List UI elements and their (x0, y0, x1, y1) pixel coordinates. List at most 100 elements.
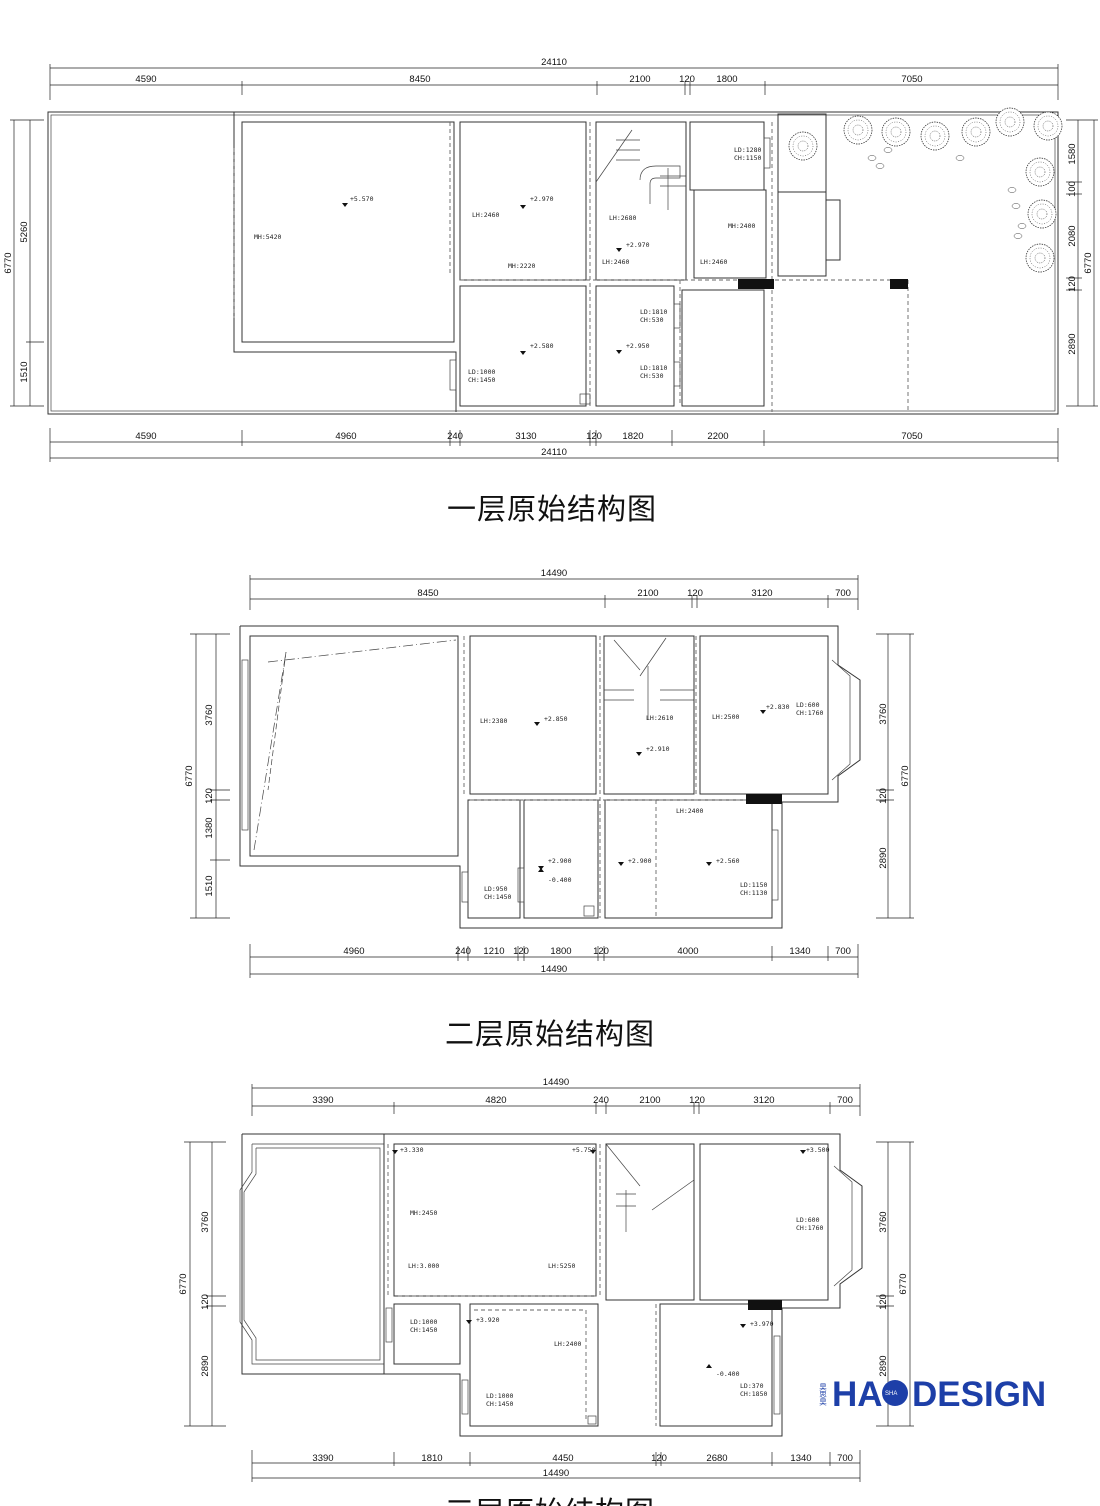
dim-label: 3390 (312, 1095, 333, 1106)
window-note: CH:530 (640, 372, 664, 380)
dim-label: 1810 (421, 1453, 442, 1464)
dim-total-bottom: 14490 (541, 964, 567, 975)
window-note: CH:1150 (734, 154, 761, 162)
room (459, 121, 587, 281)
dim-label: 1510 (204, 875, 215, 896)
dim-label: 700 (835, 588, 851, 599)
plan-title: 三层原始结构图 (445, 1495, 655, 1506)
column (738, 279, 774, 289)
height-note: LH:2380 (480, 717, 507, 725)
dim-label: 1800 (550, 946, 571, 957)
level-mark: +3.500 (806, 1146, 830, 1154)
dimension-top: 24110 4590 8450 2100 120 1800 7050 (49, 57, 1059, 100)
dim-label: 1210 (483, 946, 504, 957)
dim-label: 120 (586, 431, 602, 442)
level-mark: +5.750 (572, 1146, 596, 1154)
dim-label: 240 (593, 1095, 609, 1106)
level-mark: +2.830 (766, 703, 790, 711)
floor-notes: +5.570 +2.970 +2.970 +2.580 +2.950 MH:54… (254, 146, 761, 384)
level-mark: -0.400 (716, 1370, 740, 1378)
dim-label: 1820 (622, 431, 643, 442)
logo-circle-icon (882, 1380, 908, 1406)
dimension-right: 1580 100 2080 120 2890 6770 (1066, 119, 1098, 407)
dim-label: 2100 (639, 1095, 660, 1106)
height-note: LH:3.000 (408, 1262, 439, 1270)
dim-label: 4000 (677, 946, 698, 957)
dim-total-bottom: 14490 (543, 1468, 569, 1479)
room (241, 121, 455, 343)
dim-label: 120 (878, 788, 889, 804)
height-note: LH:2500 (712, 713, 739, 721)
height-note: MH:2400 (728, 222, 755, 230)
level-mark: -0.400 (548, 876, 572, 884)
dimension-top: 14490 8450 2100 120 3120 700 (249, 568, 859, 610)
dim-label: 5260 (19, 221, 30, 242)
level-mark: +2.900 (548, 857, 572, 865)
window-note: LD:1280 (734, 146, 761, 154)
level-mark: +2.970 (530, 195, 554, 203)
level-mark: +3.970 (750, 1320, 774, 1328)
dimension-left: 6770 3760 120 2890 (178, 1141, 226, 1427)
height-note: LH:2460 (700, 258, 727, 266)
level-mark: +2.580 (530, 342, 554, 350)
logo-design: DESIGN (912, 1375, 1046, 1414)
dim-label: 120 (878, 1294, 889, 1310)
window-note: CH:1450 (486, 1400, 513, 1408)
level-mark: +3.330 (400, 1146, 424, 1154)
dim-total-bottom: 24110 (541, 447, 567, 458)
window-note: CH:1450 (484, 893, 511, 901)
landscape-trees (788, 107, 1063, 273)
height-note: LH:2460 (602, 258, 629, 266)
column (746, 794, 782, 804)
dimension-top: 14490 3390 4820 240 2100 120 3120 700 (251, 1077, 861, 1116)
dim-label: 6770 (3, 252, 14, 273)
dim-label: 1580 (1067, 143, 1078, 164)
dimension-right: 3760 120 2890 6770 (876, 1141, 914, 1427)
dim-label: 4960 (343, 946, 364, 957)
window-note: CH:1850 (740, 1390, 767, 1398)
dim-total-top: 14490 (543, 1077, 569, 1088)
level-mark: +5.570 (350, 195, 374, 203)
plan-second-floor: 14490 8450 2100 120 3120 700 (184, 568, 914, 1051)
room (659, 1303, 773, 1427)
dim-label: 120 (689, 1095, 705, 1106)
window-note: LD:1000 (410, 1318, 437, 1326)
dim-label: 6770 (898, 1273, 909, 1294)
level-mark: +2.900 (628, 857, 652, 865)
room (681, 289, 765, 407)
dim-label: 240 (447, 431, 463, 442)
column (890, 279, 908, 289)
dim-label: 120 (679, 74, 695, 85)
room (459, 285, 587, 407)
height-note: LH:5250 (548, 1262, 575, 1270)
dim-label: 2890 (1067, 333, 1078, 354)
dim-label: 120 (204, 788, 215, 804)
dim-total-top: 24110 (541, 57, 567, 68)
dim-label: 3390 (312, 1453, 333, 1464)
dim-total-top: 14490 (541, 568, 567, 579)
dim-label: 4590 (135, 74, 156, 85)
dim-label: 120 (593, 946, 609, 957)
window-note: LD:950 (484, 885, 508, 893)
plan-title: 二层原始结构图 (445, 1017, 655, 1051)
dim-label: 3760 (878, 1211, 889, 1232)
dim-label: 4960 (335, 431, 356, 442)
dimension-bottom: 4590 4960 240 3130 120 1820 2200 7050 24… (49, 428, 1059, 462)
dim-label: 2100 (629, 74, 650, 85)
level-mark: +2.560 (716, 857, 740, 865)
logo-small-text: SHA (885, 1391, 897, 1397)
height-note: LH:2400 (554, 1340, 581, 1348)
window-note: LD:1150 (740, 881, 767, 889)
room (393, 1303, 461, 1365)
dim-label: 120 (1067, 276, 1078, 292)
dim-label: 120 (200, 1294, 211, 1310)
stair-hall (605, 1143, 695, 1301)
dim-label: 4450 (552, 1453, 573, 1464)
dim-label: 1340 (790, 1453, 811, 1464)
dim-label: 8450 (409, 74, 430, 85)
level-mark: +2.950 (626, 342, 650, 350)
dim-label: 7050 (901, 74, 922, 85)
level-mark: +2.850 (544, 715, 568, 723)
dim-label: 700 (837, 1095, 853, 1106)
